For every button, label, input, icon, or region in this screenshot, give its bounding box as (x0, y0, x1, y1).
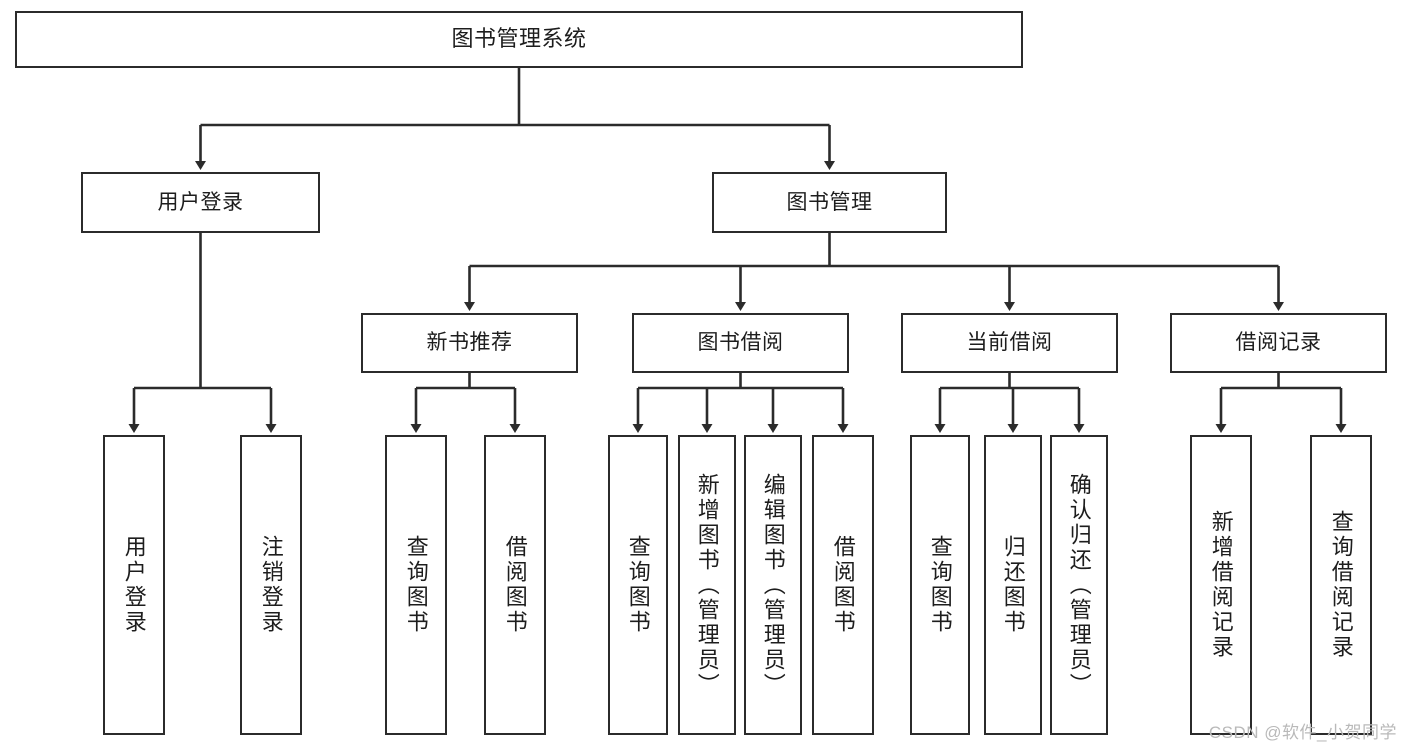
node-label: 用户登录 (121, 535, 147, 635)
node-label: 当前借阅 (966, 331, 1053, 355)
node-login[interactable]: 用户登录 (81, 172, 320, 233)
node-records[interactable]: 借阅记录 (1170, 313, 1387, 373)
node-borrow[interactable]: 图书借阅 (632, 313, 849, 373)
node-bookmgmt[interactable]: 图书管理 (712, 172, 947, 233)
node-leaf-login-1[interactable]: 用户登录 (103, 435, 165, 735)
node-label: 编辑图书（管理员） (760, 472, 786, 698)
node-leaf-rec-1[interactable]: 新增借阅记录 (1190, 435, 1252, 735)
node-label: 新书推荐 (426, 331, 513, 355)
node-label: 查询图书 (927, 535, 953, 635)
node-leaf-bor-3[interactable]: 编辑图书（管理员） (744, 435, 802, 735)
node-root[interactable]: 图书管理系统 (15, 11, 1023, 68)
node-leaf-bor-4[interactable]: 借阅图书 (812, 435, 874, 735)
node-label: 查询借阅记录 (1328, 510, 1354, 660)
node-label: 新增图书（管理员） (694, 472, 720, 698)
node-leaf-cur-3[interactable]: 确认归还（管理员） (1050, 435, 1108, 735)
node-current[interactable]: 当前借阅 (901, 313, 1118, 373)
node-leaf-rec-2[interactable]: 查询借阅记录 (1310, 435, 1372, 735)
node-label: 图书管理 (786, 190, 873, 214)
node-leaf-new-1[interactable]: 查询图书 (385, 435, 447, 735)
node-leaf-cur-2[interactable]: 归还图书 (984, 435, 1042, 735)
node-label: 借阅记录 (1235, 331, 1322, 355)
node-label: 借阅图书 (502, 535, 528, 635)
node-label: 归还图书 (1000, 535, 1026, 635)
node-leaf-cur-1[interactable]: 查询图书 (910, 435, 970, 735)
node-label: 图书借阅 (697, 331, 784, 355)
node-newbook[interactable]: 新书推荐 (361, 313, 578, 373)
node-label: 查询图书 (625, 535, 651, 635)
node-label: 借阅图书 (830, 535, 856, 635)
csdn-watermark: CSDN @软件_小贺同学 (1208, 723, 1397, 742)
node-label: 注销登录 (258, 535, 284, 635)
node-leaf-bor-2[interactable]: 新增图书（管理员） (678, 435, 736, 735)
node-leaf-login-2[interactable]: 注销登录 (240, 435, 302, 735)
node-label: 确认归还（管理员） (1066, 472, 1092, 698)
node-leaf-bor-1[interactable]: 查询图书 (608, 435, 668, 735)
node-label: 新增借阅记录 (1208, 510, 1234, 660)
node-label: 查询图书 (403, 535, 429, 635)
node-label: 图书管理系统 (451, 26, 587, 52)
node-label: 用户登录 (157, 190, 244, 214)
node-leaf-new-2[interactable]: 借阅图书 (484, 435, 546, 735)
